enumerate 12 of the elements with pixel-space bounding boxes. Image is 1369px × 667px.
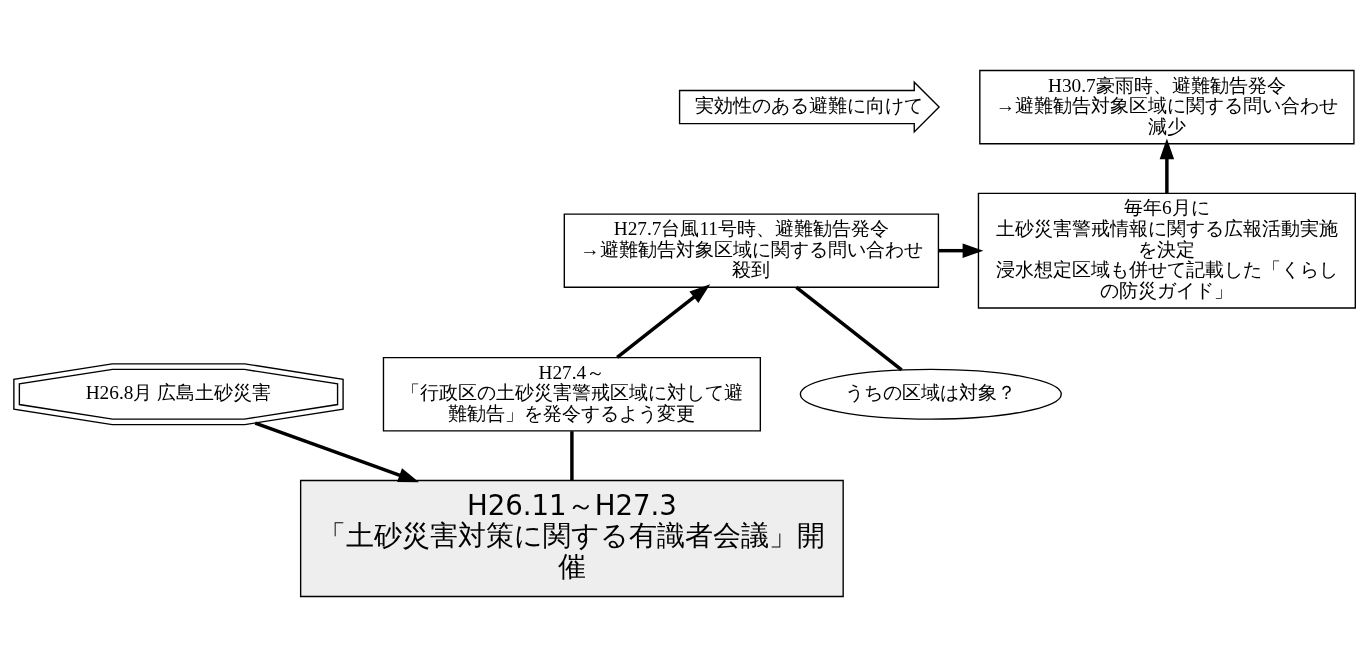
node-box: H26.11～H27.3 「土砂災害対策に関する有識者会議」開催 — [299, 479, 844, 598]
arrow — [938, 243, 984, 258]
connector — [570, 431, 574, 481]
node-box: H27.7台風11号時、避難勧告発令 →避難勧告対象区域に関する問い合わせ殺到 — [563, 213, 940, 288]
arrow — [1159, 138, 1175, 194]
node-ellipse: うちの区域は対象？ — [799, 368, 1062, 420]
node-box: 毎年6月に 土砂災害警戒情報に関する広報活動実施を決定 浸水想定区域も併せて記載した「くらしの防災ガイド」 — [977, 192, 1356, 309]
arrow — [616, 284, 711, 359]
arrow — [254, 421, 420, 483]
node-box: H30.7豪雨時、避難勧告発令 →避難勧告対象区域に関する問い合わせ減少 — [979, 69, 1355, 145]
connector — [795, 286, 903, 372]
node-box: H27.4～ 「行政区の土砂災害警戒区域に対して避難勧告」を発令するよう変更 — [382, 356, 762, 432]
